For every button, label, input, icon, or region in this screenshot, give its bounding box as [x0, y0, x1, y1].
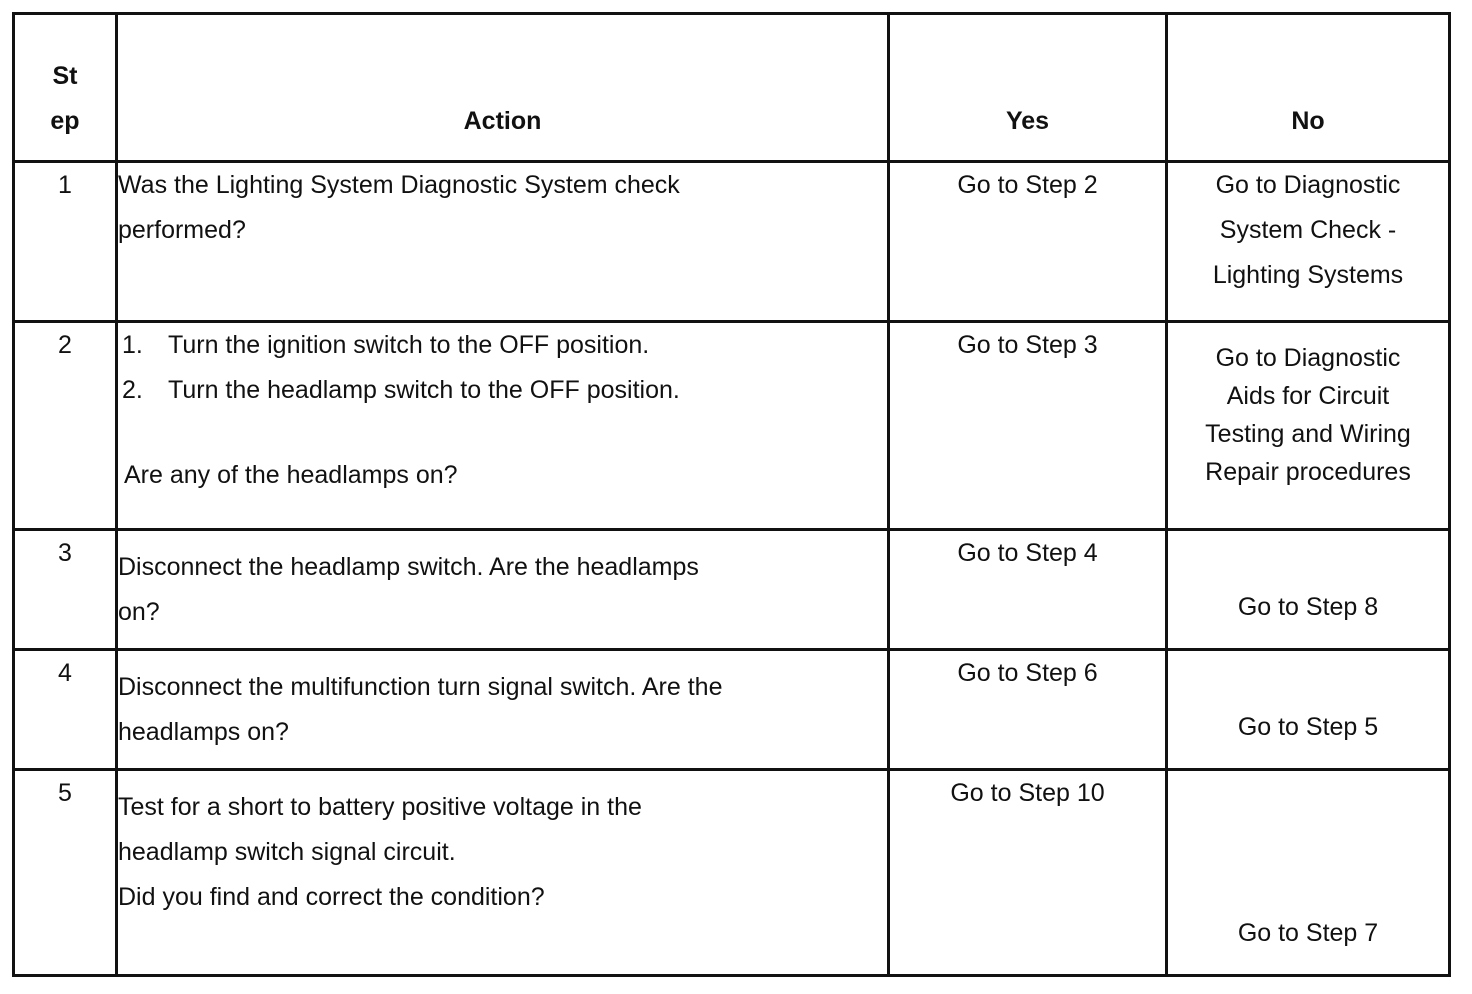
no-column-header: No: [1165, 12, 1451, 163]
step-header-line2: ep: [50, 107, 80, 135]
no-cell: Go to Diagnostic System Check - Lighting…: [1165, 160, 1451, 323]
yes-cell: Go to Step 3: [887, 320, 1168, 531]
no-line: Go to Diagnostic: [1215, 171, 1401, 199]
no-line: Go to Diagnostic: [1215, 344, 1401, 372]
list-number: 2.: [122, 376, 143, 404]
table-row: 1 Was the Lighting System Diagnostic Sys…: [12, 160, 1451, 323]
no-line: Testing and Wiring: [1205, 420, 1411, 448]
yes-cell: Go to Step 4: [887, 528, 1168, 651]
action-line: Test for a short to battery positive vol…: [118, 793, 642, 821]
yes-cell: Go to Step 6: [887, 648, 1168, 771]
action-cell: Test for a short to battery positive vol…: [115, 768, 890, 977]
action-list-item: 2. Turn the headlamp switch to the OFF po…: [118, 368, 887, 413]
action-cell: Was the Lighting System Diagnostic Syste…: [115, 160, 890, 323]
step-number: 5: [12, 768, 118, 977]
action-column-header: Action: [115, 12, 890, 163]
action-line: Was the Lighting System Diagnostic Syste…: [118, 171, 680, 199]
no-cell: Go to Step 5: [1165, 648, 1451, 771]
action-question: Are any of the headlamps on?: [124, 461, 458, 489]
table-row: 4 Disconnect the multifunction turn sign…: [12, 648, 1451, 771]
list-number: 1.: [122, 331, 143, 359]
no-cell: Go to Step 7: [1165, 768, 1451, 977]
yes-cell: Go to Step 10: [887, 768, 1168, 977]
action-line: headlamp switch signal circuit.: [118, 838, 456, 866]
list-text: Turn the ignition switch to the OFF posi…: [168, 331, 650, 359]
no-cell: Go to Step 8: [1165, 528, 1451, 651]
step-number: 2: [12, 320, 118, 531]
table-row: 2 1. Turn the ignition switch to the OFF …: [12, 320, 1451, 531]
no-line: Lighting Systems: [1212, 261, 1404, 289]
action-line: on?: [118, 598, 160, 626]
no-cell: Go to Diagnostic Aids for Circuit Testin…: [1165, 320, 1451, 531]
action-line: Disconnect the multifunction turn signal…: [118, 673, 723, 701]
step-number: 1: [12, 160, 118, 323]
action-line: performed?: [118, 216, 246, 244]
action-cell: 1. Turn the ignition switch to the OFF po…: [115, 320, 890, 531]
action-list-item: 1. Turn the ignition switch to the OFF po…: [118, 323, 887, 368]
no-line: Repair procedures: [1205, 458, 1411, 486]
action-cell: Disconnect the multifunction turn signal…: [115, 648, 890, 771]
diagnostic-table: St ep Action Yes No 1 Was the Lighting S…: [12, 12, 1451, 977]
yes-column-header: Yes: [887, 12, 1168, 163]
action-line: Disconnect the headlamp switch. Are the …: [118, 553, 699, 581]
table-row: 5 Test for a short to battery positive v…: [12, 768, 1451, 977]
action-line: headlamps on?: [118, 718, 289, 746]
header-row: St ep Action Yes No: [12, 12, 1451, 163]
step-column-header: St ep: [12, 12, 118, 163]
action-line: Did you find and correct the condition?: [118, 883, 545, 911]
list-text: Turn the headlamp switch to the OFF posi…: [168, 376, 680, 404]
step-header-line1: St: [52, 62, 78, 90]
step-number: 4: [12, 648, 118, 771]
table-row: 3 Disconnect the headlamp switch. Are th…: [12, 528, 1451, 651]
no-line: System Check -: [1219, 216, 1397, 244]
action-cell: Disconnect the headlamp switch. Are the …: [115, 528, 890, 651]
yes-cell: Go to Step 2: [887, 160, 1168, 323]
no-line: Aids for Circuit: [1226, 382, 1390, 410]
step-number: 3: [12, 528, 118, 651]
spacer: [118, 413, 887, 453]
